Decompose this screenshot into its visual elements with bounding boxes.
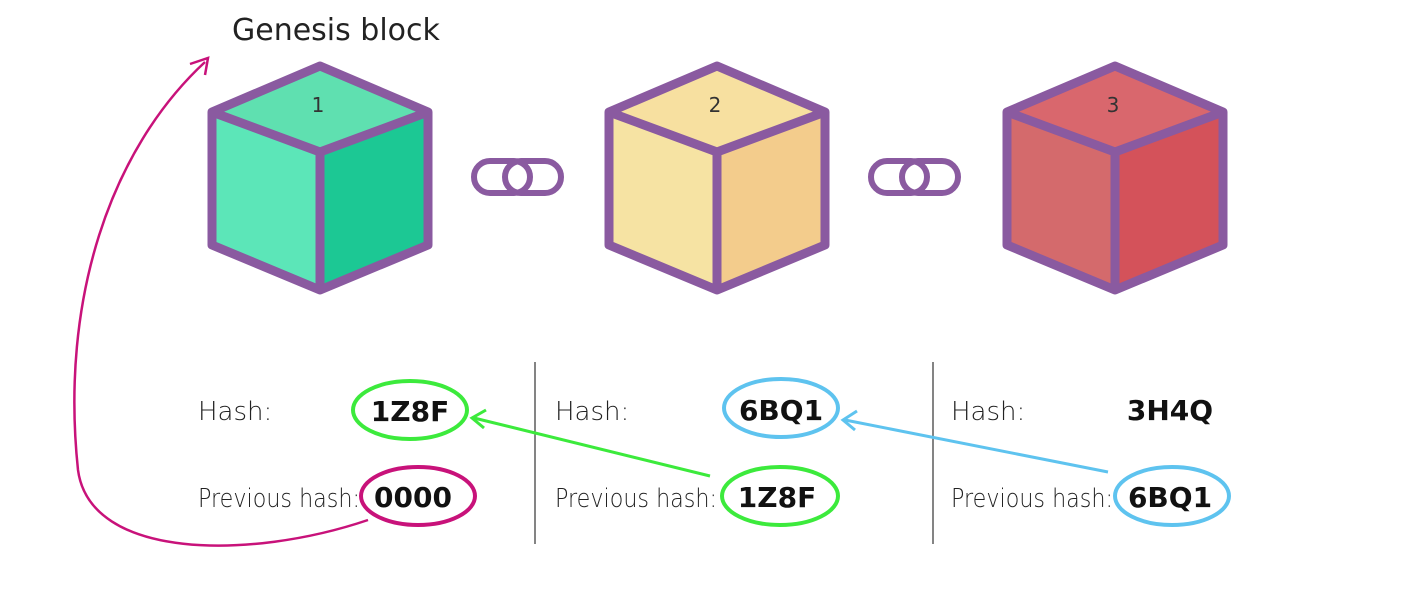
block-2-left-face — [609, 112, 717, 290]
block-1-outline — [207, 61, 433, 295]
link-arrowhead-2-3 — [840, 409, 858, 432]
chain-link-icon-1 — [471, 158, 564, 196]
block-3-hash-label: Hash: — [951, 397, 1025, 427]
block-1-right-face — [320, 112, 428, 290]
block-2-hash-label: Hash: — [555, 397, 629, 427]
block-1-hash-label: Hash: — [198, 397, 272, 427]
link-arrow-1-2 — [473, 416, 711, 478]
block-2-hash-value: 6BQ1 — [739, 394, 823, 427]
block-1-prev-hash-circle — [359, 465, 477, 527]
block-2-hash-circle — [722, 377, 840, 439]
genesis-arrow — [73, 61, 369, 547]
genesis-block-title: Genesis block — [232, 13, 441, 48]
block-2-prev-hash-value: 1Z8F — [738, 481, 816, 514]
block-3-prev-hash-label: Previous hash: — [951, 484, 1113, 514]
block-1-hash-circle — [351, 379, 469, 441]
block-2-prev-hash-label: Previous hash: — [555, 484, 717, 514]
block-2-outline — [604, 61, 830, 295]
block-1-left-face — [212, 112, 320, 290]
block-2-right-face — [717, 112, 825, 290]
chain-link-icon-2 — [868, 158, 961, 196]
block-1-cube: 1 — [207, 61, 433, 295]
block-2-number: 2 — [709, 93, 722, 117]
block-3-cube: 3 — [1002, 61, 1228, 295]
block-1-number: 1 — [312, 93, 325, 117]
block-3-prev-hash-value: 6BQ1 — [1128, 481, 1212, 514]
block-3-right-face — [1115, 112, 1223, 290]
block-3-left-face — [1007, 112, 1115, 290]
link-arrow-2-3 — [844, 418, 1109, 474]
block-1-prev-hash-label: Previous hash: — [198, 484, 360, 514]
block-1-prev-hash-value: 0000 — [374, 481, 452, 514]
block-2-cube: 2 — [604, 61, 830, 295]
block-3-outline — [1002, 61, 1228, 295]
block-1-hash-value: 1Z8F — [371, 395, 449, 428]
block-2-prev-hash-circle — [720, 465, 840, 527]
block-3-hash-value: 3H4Q — [1127, 394, 1213, 427]
block-3-prev-hash-circle — [1113, 465, 1231, 527]
block-3-number: 3 — [1107, 93, 1120, 117]
genesis-arrowhead — [189, 56, 210, 76]
link-arrowhead-1-2 — [469, 408, 487, 430]
